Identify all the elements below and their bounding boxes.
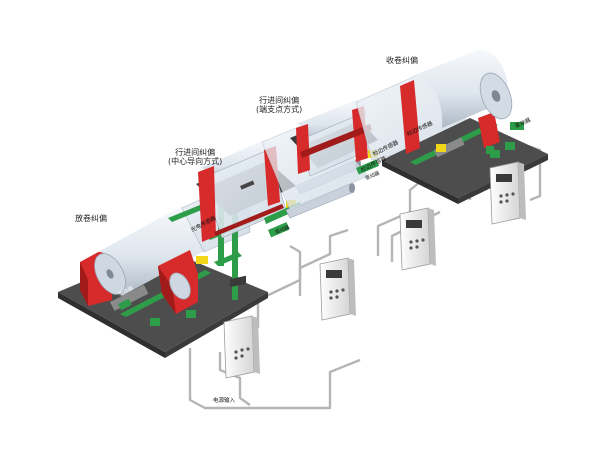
rewind-base-plate xyxy=(382,118,548,198)
controller-3 xyxy=(399,207,436,271)
center-guide-station: 驱动器 xyxy=(196,140,302,242)
cable-ctrl2 xyxy=(298,228,349,296)
center-guide-label: 行进间纠偏 (中心导向方式) xyxy=(168,148,222,166)
end-pivot-title: 行进间纠偏 xyxy=(259,96,300,105)
power-input-label: 电源输入 xyxy=(213,396,236,404)
center-guide-subtitle: (中心导向方式) xyxy=(168,157,223,167)
rewind-red-stand-left xyxy=(400,80,420,154)
end-pivot-subtitle: (端支点方式) xyxy=(256,105,303,115)
end-red-frame xyxy=(296,124,310,174)
photo-sensor-head xyxy=(196,256,208,264)
unwind-label: 放卷纠偏 xyxy=(75,214,107,223)
center-guide-title: 行进间纠偏 xyxy=(175,148,216,157)
unwind-station: 驱动器 xyxy=(58,206,268,358)
rewind-actuator xyxy=(434,137,465,158)
controller-4 xyxy=(489,161,526,225)
unwind-roll xyxy=(98,206,207,296)
end-pivot-station: 驱动器 xyxy=(290,100,381,182)
rewind-label: 收卷纠偏 xyxy=(386,56,418,65)
center-red-frame xyxy=(198,166,216,242)
rewind-red-stand-right xyxy=(478,112,500,148)
power-cable xyxy=(188,348,361,410)
rewind-roll xyxy=(412,50,509,128)
controller-2 xyxy=(319,257,356,321)
cable-unwind-ctrl xyxy=(218,352,251,406)
end-roller-top xyxy=(296,100,367,144)
controller-1 xyxy=(223,275,260,379)
end-pivot-label: 行进间纠偏 (端支点方式) xyxy=(256,96,302,114)
cable-ctrl1-sensor xyxy=(256,244,302,328)
